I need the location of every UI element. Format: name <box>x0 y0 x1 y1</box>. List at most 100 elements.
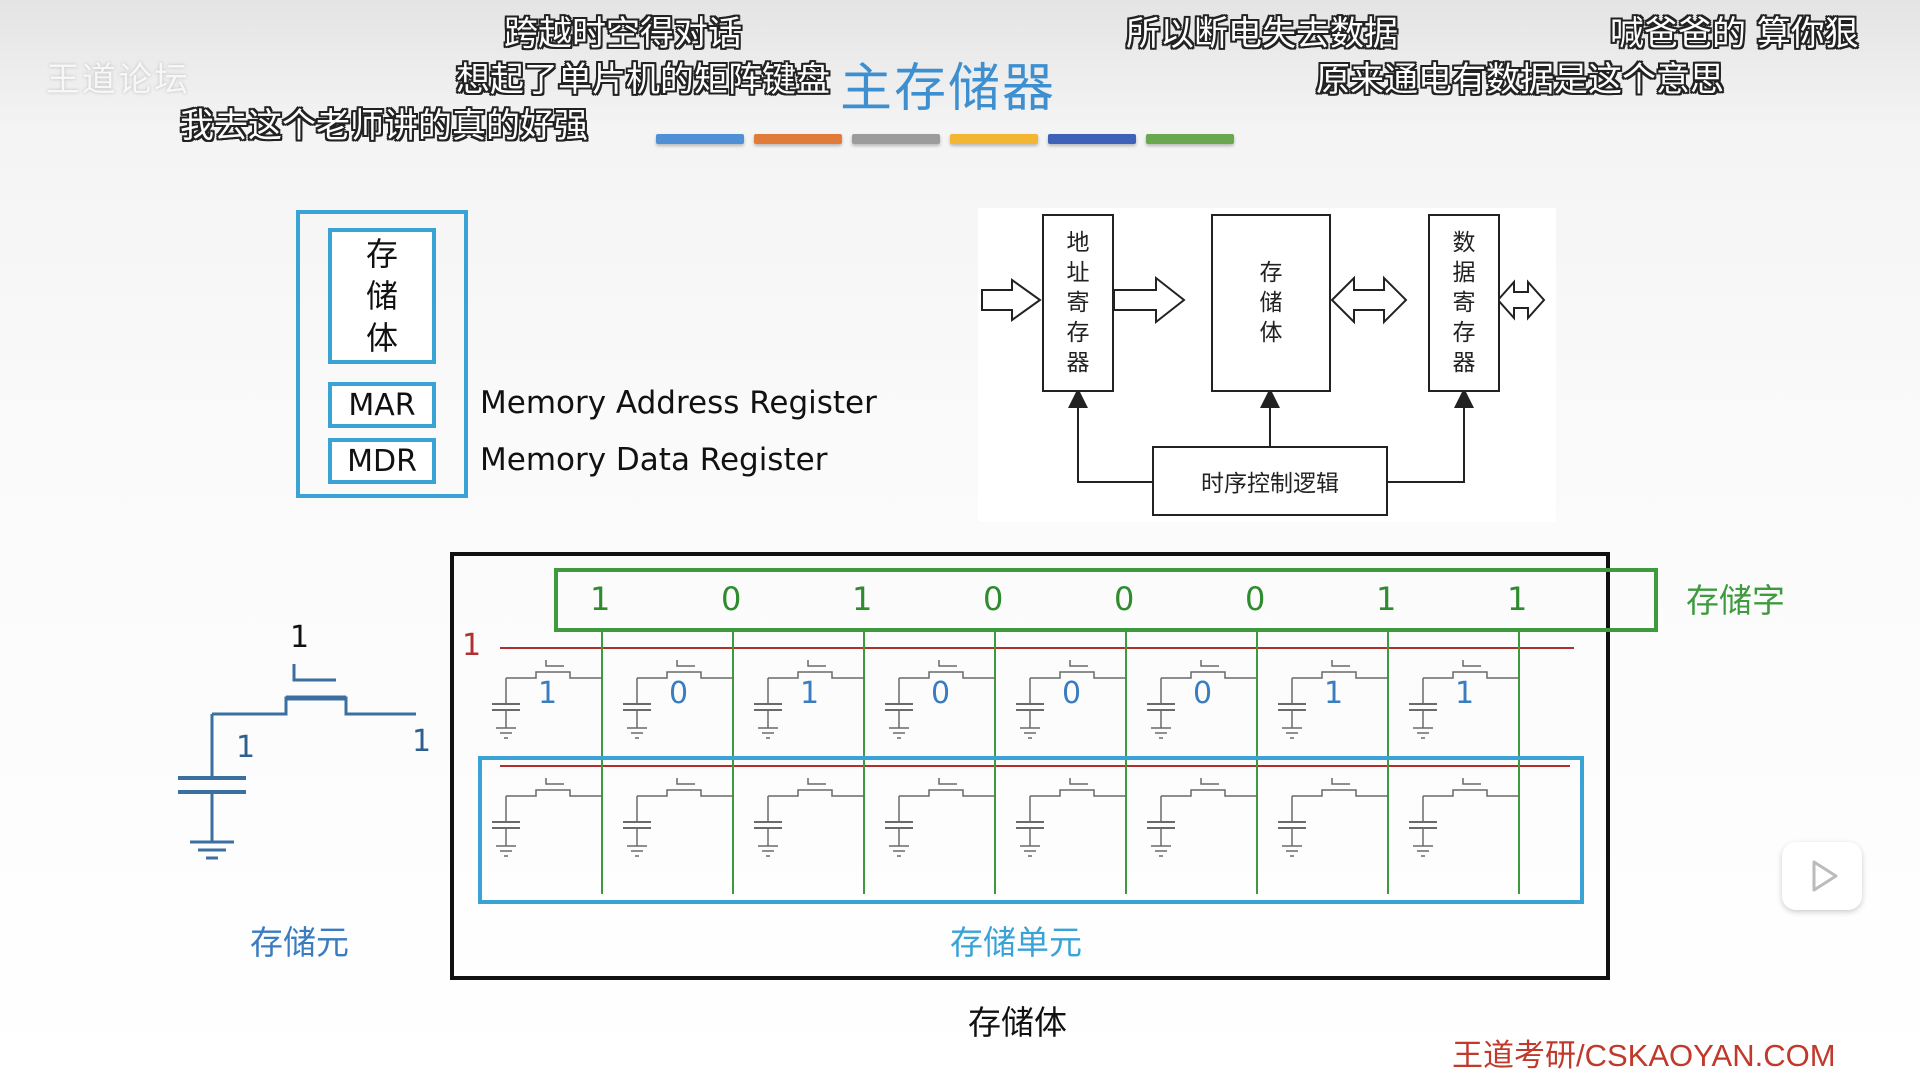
storage-body-char: 储 <box>1259 290 1283 316</box>
cell-channel <box>1161 671 1257 679</box>
cell-channel <box>1423 671 1519 679</box>
cell-gate <box>1462 778 1481 785</box>
cell-bit: 0 <box>1062 676 1082 711</box>
cell-gate <box>676 660 695 667</box>
address-register-block: 地 址 寄 存 器 <box>1042 214 1114 392</box>
cell-gate <box>1069 660 1088 667</box>
storage-char: 体 <box>365 319 398 357</box>
block-diagram-arrows <box>981 275 1546 483</box>
memory-components-box <box>296 210 468 498</box>
address-register-char: 地 <box>1066 230 1090 256</box>
cell-gate-bit: 1 <box>290 620 310 655</box>
color-bar <box>1048 134 1136 144</box>
data-register-char: 存 <box>1452 320 1476 346</box>
storage-body-char: 存 <box>1259 260 1283 286</box>
cell-channel <box>637 789 733 797</box>
storage-cell-label: 存储元 <box>250 923 349 962</box>
mdr-box: MDR <box>328 438 436 484</box>
cell-channel <box>1161 789 1257 797</box>
color-bar <box>950 134 1038 144</box>
page-title: 主存储器 <box>840 59 1057 119</box>
word-bit: 1 <box>1376 580 1397 618</box>
data-register-char: 据 <box>1452 260 1476 286</box>
word-bit: 1 <box>1507 580 1528 618</box>
row-select-bit: 1 <box>462 628 482 663</box>
cell-gate <box>938 778 957 785</box>
cell-channel <box>1292 671 1388 679</box>
mar-box: MAR <box>328 382 436 428</box>
storage-unit-label: 存储单元 <box>950 923 1082 962</box>
timing-control-logic-block: 时序控制逻辑 <box>1152 446 1388 516</box>
cell-channel <box>1030 671 1126 679</box>
cell-gate <box>807 778 826 785</box>
storage-word-label: 存储字 <box>1686 581 1785 620</box>
cell-gate <box>807 660 826 667</box>
cell-gate <box>545 660 564 667</box>
word-bit: 1 <box>590 580 611 618</box>
storage-array-frame <box>450 552 1610 980</box>
storage-body-char: 体 <box>1259 320 1283 346</box>
danmaku-comment: 想起了单片机的矩阵键盘 <box>456 60 830 100</box>
cell-bit: 1 <box>1455 676 1475 711</box>
cell-gate <box>676 778 695 785</box>
color-bar <box>852 134 940 144</box>
cell-bit: 1 <box>538 676 558 711</box>
storage-unit-highlight <box>478 756 1584 904</box>
cell-channel <box>506 671 602 679</box>
address-register-char: 址 <box>1066 260 1090 286</box>
storage-word-highlight <box>554 568 1658 632</box>
danmaku-comment: 跨越时空得对话 <box>504 14 742 54</box>
storage-cell-diagram <box>178 664 416 860</box>
play-button[interactable] <box>1782 842 1862 910</box>
cell-channel <box>637 671 733 679</box>
cell-channel <box>768 789 864 797</box>
address-register-char: 寄 <box>1066 290 1090 316</box>
cell-channel <box>506 789 602 797</box>
data-register-char: 数 <box>1452 230 1476 256</box>
word-bit: 0 <box>721 580 742 618</box>
word-bit: 0 <box>1245 580 1266 618</box>
danmaku-comment: 原来通电有数据是这个意思 <box>1316 60 1724 100</box>
footer-watermark: 王道考研/CSKAOYAN.COM <box>1452 1038 1836 1073</box>
danmaku-comment: 所以断电失去数据 <box>1126 14 1398 54</box>
cell-channel <box>899 789 995 797</box>
cell-bit: 0 <box>931 676 951 711</box>
cell-bit: 1 <box>800 676 820 711</box>
danmaku-comment: 我去这个老师讲的真的好强 <box>180 106 588 146</box>
cell-capacitor-bit: 1 <box>236 730 256 765</box>
cell-bit: 1 <box>1324 676 1344 711</box>
address-register-char: 存 <box>1066 320 1090 346</box>
color-bar <box>1146 134 1234 144</box>
data-register-char: 器 <box>1452 350 1476 376</box>
data-register-char: 寄 <box>1452 290 1476 316</box>
cell-bit: 0 <box>1193 676 1213 711</box>
storage-body-box: 存 储 体 <box>328 228 436 364</box>
word-bit: 0 <box>983 580 1004 618</box>
cell-channel <box>768 671 864 679</box>
color-bar <box>656 134 744 144</box>
cell-gate <box>1200 660 1219 667</box>
cell-gate <box>545 778 564 785</box>
word-bit: 0 <box>1114 580 1135 618</box>
danmaku-comment: 喊爸爸的 算你狠 <box>1610 14 1859 54</box>
cell-gate <box>1462 660 1481 667</box>
word-bit: 1 <box>852 580 873 618</box>
cell-channel <box>899 671 995 679</box>
storage-body-block: 存 储 体 <box>1211 214 1331 392</box>
logo-text: 王道论坛 <box>46 60 190 100</box>
cell-channel <box>1423 789 1519 797</box>
cell-gate <box>1200 778 1219 785</box>
storage-char: 存 <box>365 235 398 273</box>
storage-char: 储 <box>365 277 398 315</box>
cell-gate <box>938 660 957 667</box>
memory-block-diagram: 地 址 寄 存 器 存 储 体 数 据 寄 存 器 时序控制逻辑 <box>978 208 1556 522</box>
cell-gate <box>1069 778 1088 785</box>
data-register-block: 数 据 寄 存 器 <box>1428 214 1500 392</box>
color-bar <box>754 134 842 144</box>
mdr-description: Memory Data Register <box>480 442 828 478</box>
cell-bit: 0 <box>669 676 689 711</box>
cell-channel <box>1292 789 1388 797</box>
cell-channel <box>1030 789 1126 797</box>
play-icon <box>1812 860 1838 892</box>
storage-array-circuit <box>492 632 1574 894</box>
